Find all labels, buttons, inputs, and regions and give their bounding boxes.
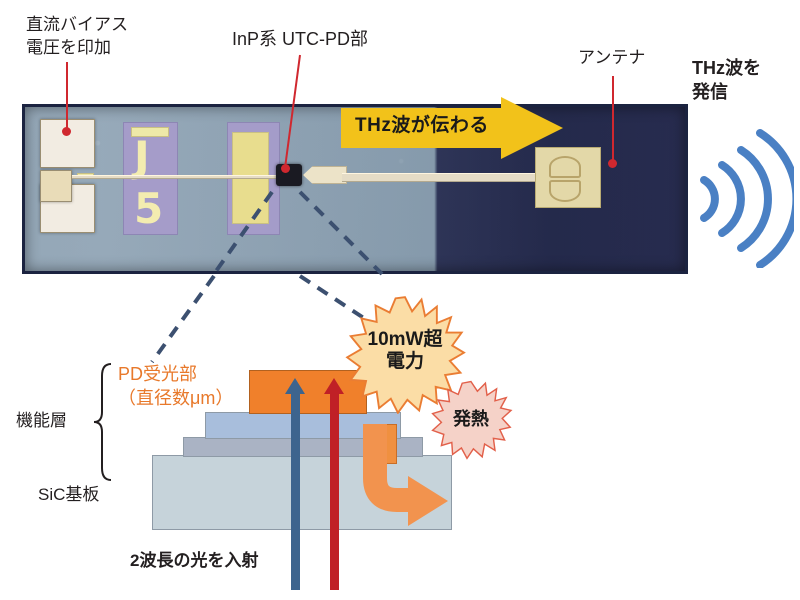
functional-layer-brace [93,363,112,481]
arrow-label: THz波が伝わる [355,115,489,136]
arrow-head [501,97,563,159]
label-pd-receiver: PD受光部 （直径数μm） [118,364,234,409]
antenna-spiral-upper [549,156,581,178]
dashed-connectors-top [212,190,384,276]
label-utcpd: InP系 UTC-PD部 [232,29,369,49]
starburst-power: 10mW超 電力 [330,296,480,414]
leader-antenna [612,76,614,162]
pd-absorption-layer [249,370,367,414]
beam-blue-stem [291,392,300,590]
starburst-heat-label: 発熱 [453,409,489,430]
arrow-body [341,108,509,148]
leader-dot-utcpd [281,164,290,173]
leader-dot-antenna [608,159,617,168]
feed-line [72,175,282,179]
thz-propagation-arrow: THz波が伝わる [341,97,563,159]
label-sic-substrate: SiC基板 [38,485,100,504]
bias-pad-center [40,170,72,202]
sic-substrate-layer [152,455,452,530]
beam-red-arrowhead [324,378,344,394]
starburst-heat: 発熱 [415,380,527,460]
light-beam-blue [285,378,305,590]
label-antenna: アンテナ [578,48,646,67]
antenna-spiral-lower [549,180,581,202]
radio-wave-icon [700,129,794,268]
chip-glyph-5: 5 [134,184,164,233]
beam-red-stem [330,392,339,590]
chip-glyph-j: J [134,132,150,181]
beam-blue-arrowhead [285,378,305,394]
label-input-light: 2波長の光を入射 [130,551,259,570]
heat-pillar [371,424,397,464]
transmission-line [342,173,537,182]
leader-bias [66,62,68,130]
label-bias-voltage: 直流バイアス 電圧を印加 [26,15,128,57]
light-beam-red [324,378,344,590]
marker-bar-top [131,127,169,137]
label-functional-layer: 機能層 [16,411,67,430]
starburst-power-label: 10mW超 電力 [367,328,443,372]
label-emit-thz: THz波を 発信 [692,58,761,103]
leader-dot-bias [62,127,71,136]
